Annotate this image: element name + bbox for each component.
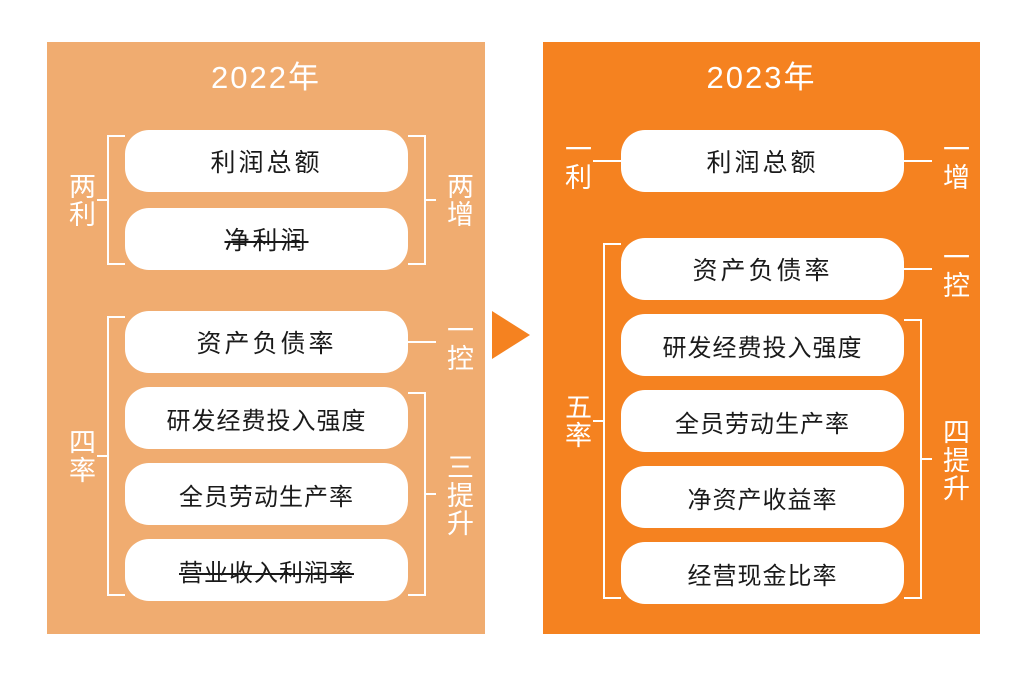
metric-label: 利润总额	[706, 149, 819, 177]
side-label-four-rates: 四率	[65, 428, 95, 484]
side-label-five-rates: 五率	[561, 393, 591, 449]
side-label-one-control: 一控	[443, 316, 473, 372]
metric-box-debt-ratio-2022: 资产负债率	[125, 311, 408, 373]
metric-label: 经营现金比率	[687, 562, 838, 590]
side-label-one-control-2023: 一控	[939, 243, 969, 299]
bracket-stem-two-increase	[425, 199, 436, 201]
metric-label: 研发经费投入强度	[662, 334, 863, 362]
metric-label: 研发经费投入强度	[166, 407, 367, 435]
metric-box-net-profit-2022: 净利润	[125, 208, 408, 270]
metric-box-rd-intensity-2022: 研发经费投入强度	[125, 387, 408, 449]
metric-box-debt-ratio-2023: 资产负债率	[621, 238, 904, 300]
metric-label: 净资产收益率	[687, 486, 838, 514]
panel-2022-title: 2022年	[211, 60, 321, 95]
bracket-three-improve	[408, 392, 426, 596]
bracket-four-rates	[107, 316, 125, 596]
bracket-stem-four-improve	[921, 458, 932, 460]
connector-one-control-2023	[904, 268, 932, 270]
side-label-one-increase: 一增	[939, 135, 969, 191]
metric-label: 净利润	[224, 227, 309, 255]
bracket-four-improve	[904, 319, 922, 599]
metric-label: 利润总额	[210, 149, 323, 177]
panel-2023-title: 2023年	[706, 60, 817, 95]
connector-one-profit	[593, 160, 621, 162]
metric-label: 营业收入利润率	[179, 559, 354, 587]
bracket-stem-three-improve	[425, 493, 436, 495]
metric-box-operating-profit-margin-2022: 营业收入利润率	[125, 539, 408, 601]
side-label-one-profit: 一利	[561, 135, 591, 191]
metric-box-profit-total-2022: 利润总额	[125, 130, 408, 192]
panel-2023: 2023年 利润总额 资产负债率 研发经费投入强度 全员劳动生产率 净资产收益率…	[543, 42, 980, 634]
metric-label: 全员劳动生产率	[179, 483, 354, 511]
connector-one-increase	[904, 160, 932, 162]
side-label-three-improve: 三提升	[443, 453, 473, 537]
side-label-two-increase: 两增	[443, 172, 473, 228]
metric-box-labor-productivity-2023: 全员劳动生产率	[621, 390, 904, 452]
metric-box-labor-productivity-2022: 全员劳动生产率	[125, 463, 408, 525]
bracket-five-rates	[603, 243, 621, 599]
bracket-stem-four-rates	[97, 455, 108, 457]
bracket-stem-two-profits	[97, 199, 108, 201]
side-label-four-improve: 四提升	[939, 418, 969, 502]
metric-label: 资产负债率	[196, 330, 337, 358]
metric-box-profit-total-2023: 利润总额	[621, 130, 904, 192]
metric-label: 全员劳动生产率	[675, 410, 850, 438]
bracket-two-profits	[107, 135, 125, 265]
metric-label: 资产负债率	[692, 257, 833, 285]
metric-box-roe-2023: 净资产收益率	[621, 466, 904, 528]
metric-box-operating-cash-ratio-2023: 经营现金比率	[621, 542, 904, 604]
connector-one-control	[408, 341, 436, 343]
transition-arrow-icon	[492, 311, 530, 359]
bracket-stem-five-rates	[593, 420, 604, 422]
panel-2022: 2022年 利润总额 净利润 资产负债率 研发经费投入强度 全员劳动生产率 营业…	[47, 42, 485, 634]
bracket-two-increase	[408, 135, 426, 265]
side-label-two-profits: 两利	[65, 172, 95, 228]
metric-box-rd-intensity-2023: 研发经费投入强度	[621, 314, 904, 376]
